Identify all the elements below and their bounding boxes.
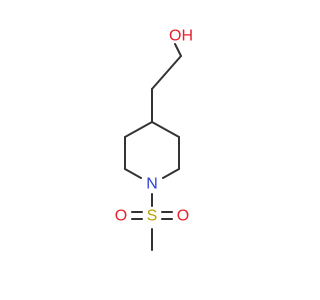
bond-c5-c4: [151, 121, 180, 138]
sulfonyl-oxygen-right-label: O: [177, 208, 189, 225]
bond-c2ring-n: [124, 168, 142, 179]
bond-c4-c3: [124, 121, 153, 138]
sulfur-label: S: [147, 208, 158, 225]
hydroxyl-label: OH: [169, 28, 193, 45]
background: [0, 0, 300, 300]
nitrogen-label: N: [146, 176, 158, 193]
bond-c1-c2: [151, 55, 182, 90]
molecule-structure: OH N S O O: [0, 0, 300, 300]
bond-n-c6: [162, 168, 180, 179]
bond-o-c1: [174, 43, 182, 57]
sulfonyl-oxygen-left-label: O: [115, 208, 127, 225]
